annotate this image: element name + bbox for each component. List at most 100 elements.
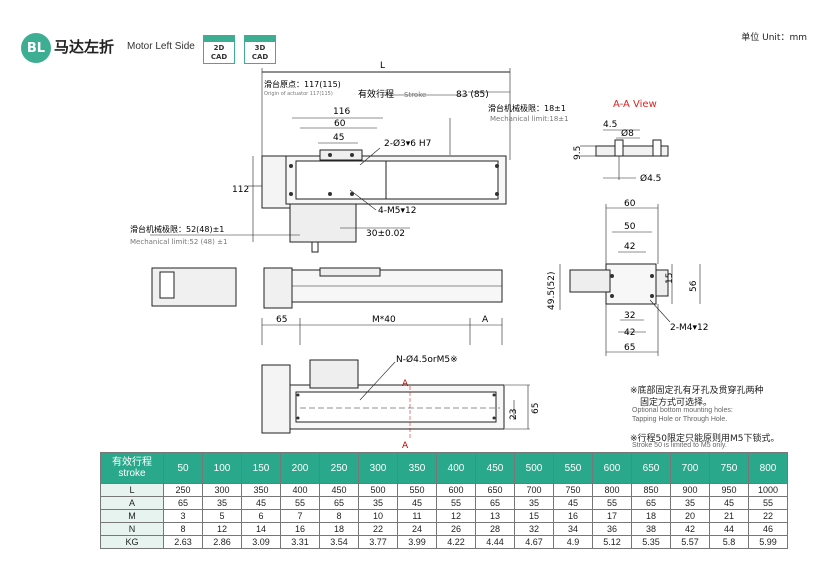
- dim-112: 112: [232, 185, 249, 195]
- cad-2d-line1: 2D: [213, 44, 225, 52]
- table-cell: 55: [748, 496, 788, 510]
- n-hole-label: N-Ø4.5orM5※: [396, 354, 458, 365]
- row-label: A: [100, 496, 164, 510]
- table-cell: 6: [241, 509, 281, 523]
- dim-60: 60: [334, 119, 346, 129]
- table-cell: 3.09: [241, 535, 281, 549]
- tap-label: 4-M5▾12: [378, 206, 416, 216]
- table-cell: 65: [631, 496, 671, 510]
- ev-dim-32: 32: [624, 311, 635, 321]
- table-cell: 12: [202, 522, 242, 536]
- table-cell: 15: [514, 509, 554, 523]
- dim-L: L: [380, 61, 385, 71]
- table-cell: 13: [475, 509, 515, 523]
- ev-dim-65: 65: [624, 343, 635, 353]
- table-cell: 8: [163, 522, 203, 536]
- row-label: KG: [100, 535, 164, 549]
- table-cell: 3.31: [280, 535, 320, 549]
- ev-dim-50: 50: [624, 222, 636, 232]
- table-cell: 65: [475, 496, 515, 510]
- table-cell: 45: [553, 496, 593, 510]
- aa-dim-d4-5: Ø4.5: [640, 173, 661, 184]
- table-cell: 22: [748, 509, 788, 523]
- table-cell: 4.9: [553, 535, 593, 549]
- table-cell: 44: [709, 522, 749, 536]
- table-cell: 11: [397, 509, 437, 523]
- note-2-cn: ※行程50限定只能原则用M5下锁式。: [630, 434, 780, 444]
- mech-limit-left-en: Mechanical limit:52 (48) ±1: [130, 238, 227, 246]
- table-cell: 45: [709, 496, 749, 510]
- table-cell: 18: [631, 509, 671, 523]
- dim-65: 65: [276, 315, 287, 325]
- note-2-en: Stroke 50 is limited to M5 only.: [632, 442, 727, 449]
- aa-dim-9-5: 9.5: [573, 146, 583, 160]
- table-cell: 14: [241, 522, 281, 536]
- cad-2d-line2: CAD: [210, 53, 228, 61]
- table-cell: 3: [163, 509, 203, 523]
- stroke-label-en: Stroke: [404, 91, 426, 99]
- table-cell: 12: [436, 509, 476, 523]
- mech-limit-right-en: Mechanical limit:18±1: [490, 115, 569, 123]
- table-cell: 24: [397, 522, 437, 536]
- table-cell: 700: [514, 483, 554, 497]
- table-cell: 65: [319, 496, 359, 510]
- technical-drawing: L 滑台原点：117(115) Origin of actuator 117(1…: [130, 61, 708, 451]
- table-cell: 3.54: [319, 535, 359, 549]
- ev-dim-49-5: 49.5(52): [547, 271, 557, 310]
- dim-23: 23: [509, 409, 519, 420]
- table-cell: 65: [163, 496, 203, 510]
- table-cell: 45: [397, 496, 437, 510]
- table-cell: 35: [514, 496, 554, 510]
- table-cell: 3.77: [358, 535, 398, 549]
- note-1-cn: ※底部固定孔有牙孔及贯穿孔两种: [630, 386, 764, 396]
- note-1-en-2: Tapping Hole or Through Hole.: [632, 416, 728, 423]
- stroke-col: 200: [280, 452, 320, 484]
- table-cell: 26: [436, 522, 476, 536]
- table-cell: 950: [709, 483, 749, 497]
- aa-dim-4-5: 4.5: [603, 120, 617, 130]
- stroke-label: 有效行程: [358, 88, 394, 100]
- dim-A: A: [482, 315, 489, 325]
- table-cell: 32: [514, 522, 554, 536]
- ev-dim-15: 15: [665, 273, 675, 284]
- table-cell: 1000: [748, 483, 788, 497]
- aa-dim-d8: Ø8: [621, 128, 634, 139]
- table-cell: 500: [358, 483, 398, 497]
- table-cell: 55: [436, 496, 476, 510]
- table-cell: 600: [436, 483, 476, 497]
- unit-label: 单位 Unit：mm: [741, 33, 807, 43]
- dim-65-bottom: 65: [531, 403, 541, 414]
- table-cell: 4.67: [514, 535, 554, 549]
- table-cell: 400: [280, 483, 320, 497]
- dim-45: 45: [333, 133, 344, 143]
- stroke-col: 600: [592, 452, 632, 484]
- table-cell: 17: [592, 509, 632, 523]
- table-cell: 21: [709, 509, 749, 523]
- ev-dim-42b: 42: [624, 328, 635, 338]
- ev-tap-label: 2-M4▾12: [670, 323, 708, 333]
- dim-83: 83 (85): [456, 90, 489, 100]
- stroke-col: 100: [202, 452, 242, 484]
- table-cell: 5.99: [748, 535, 788, 549]
- dim-M40: M*40: [372, 315, 396, 325]
- page-subtitle: Motor Left Side: [127, 41, 195, 52]
- table-cell: 42: [670, 522, 710, 536]
- section-mark-bottom: A: [402, 441, 409, 451]
- note-1-cn-2: 固定方式可选择。: [640, 398, 713, 408]
- stroke-col: 250: [319, 452, 359, 484]
- stroke-col: 500: [514, 452, 554, 484]
- table-cell: 300: [202, 483, 242, 497]
- cad-3d-line1: 3D: [254, 44, 266, 52]
- table-cell: 34: [553, 522, 593, 536]
- table-cell: 7: [280, 509, 320, 523]
- row-label: M: [100, 509, 164, 523]
- table-cell: 35: [202, 496, 242, 510]
- stroke-col: 650: [631, 452, 671, 484]
- table-cell: 46: [748, 522, 788, 536]
